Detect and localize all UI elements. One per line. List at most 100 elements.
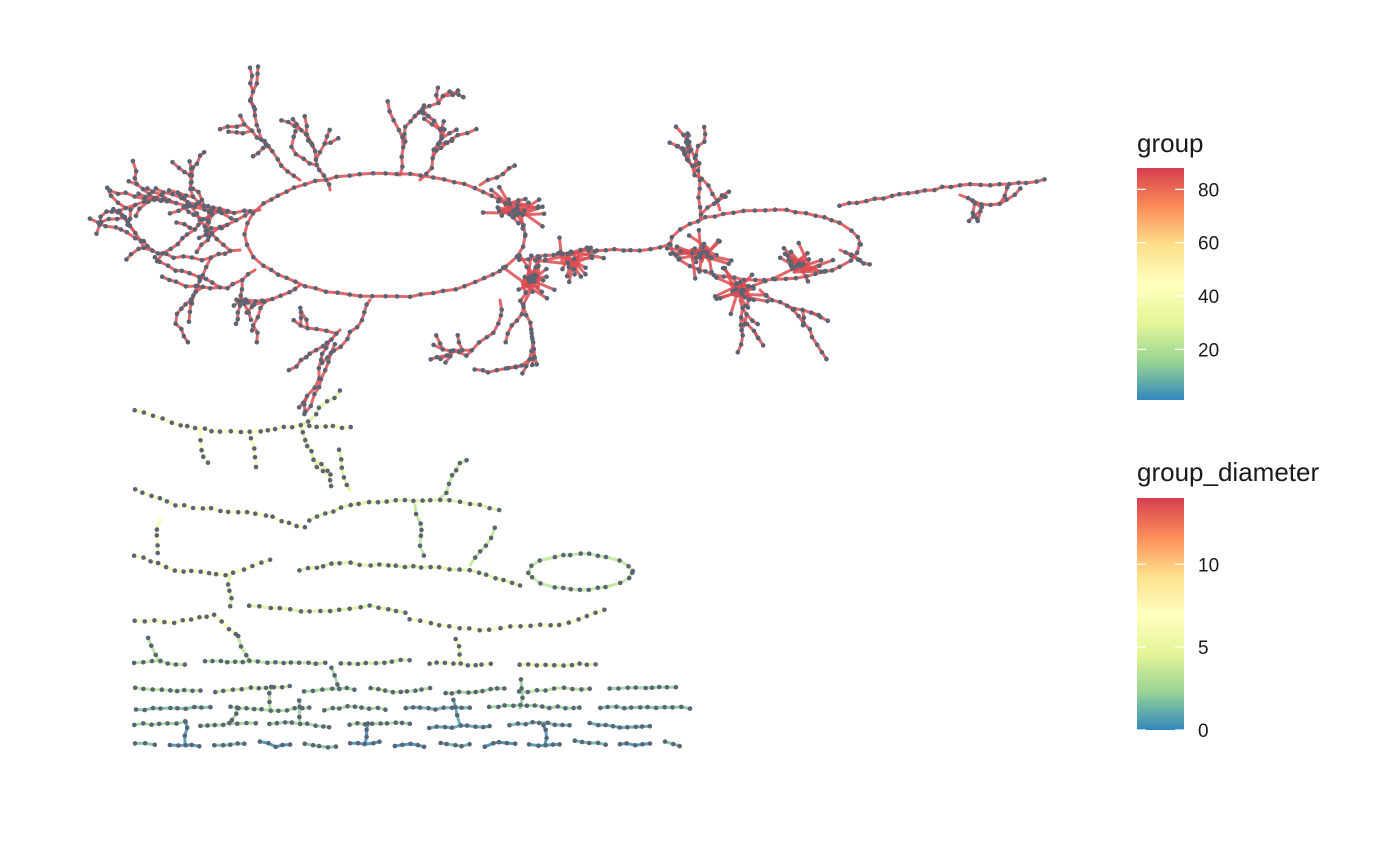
network-node (166, 188, 172, 193)
legend-tick-label: 40 (1198, 287, 1219, 308)
network-node (145, 243, 150, 249)
network-edge (538, 555, 557, 562)
network-node (200, 284, 206, 290)
network-node (421, 553, 427, 558)
network-node (127, 223, 133, 229)
network-node (300, 430, 306, 435)
network-node (212, 743, 217, 748)
network-node (440, 93, 446, 99)
network-node (399, 720, 405, 726)
network-node (690, 163, 695, 169)
network-node (87, 216, 93, 221)
network-node (697, 186, 702, 191)
network-node (712, 214, 718, 219)
network-node (449, 136, 455, 142)
network-node (576, 617, 581, 622)
network-node (491, 741, 496, 746)
network-node (483, 543, 489, 548)
network-node (746, 284, 752, 289)
network-node (181, 569, 186, 574)
network-node (438, 356, 443, 362)
network-node (473, 662, 479, 668)
network-node (176, 743, 181, 748)
network-node (525, 662, 531, 667)
network-node (347, 741, 353, 746)
network-node (540, 204, 545, 210)
network-node (806, 257, 812, 262)
network-nodes (87, 64, 1047, 750)
network-node (308, 403, 314, 409)
network-node (814, 342, 820, 348)
network-node (494, 686, 500, 691)
network-node (509, 323, 515, 328)
network-node (818, 258, 824, 263)
network-node (540, 278, 546, 283)
network-node (690, 250, 695, 256)
network-node (158, 706, 163, 711)
network-node (345, 336, 350, 342)
network-node (458, 723, 464, 728)
network-node (742, 295, 748, 300)
network-node (298, 315, 304, 321)
network-node (225, 582, 231, 587)
network-node (168, 246, 173, 252)
network-node (441, 177, 447, 182)
network-node (246, 603, 252, 608)
network-node (424, 171, 429, 177)
network-node (522, 208, 527, 214)
network-node (199, 257, 205, 263)
network-node (407, 294, 413, 300)
network-node (193, 289, 199, 295)
network-node (160, 196, 166, 202)
network-node (284, 708, 290, 713)
network-node (228, 248, 233, 254)
network-node (671, 741, 676, 747)
network-node (393, 608, 399, 614)
network-node (318, 376, 324, 382)
network-node (229, 595, 234, 601)
network-node (516, 287, 521, 292)
network-node (244, 509, 250, 515)
network-node (440, 288, 446, 294)
network-node (149, 493, 154, 499)
network-node (345, 704, 350, 709)
network-node (208, 505, 214, 511)
network-node (162, 619, 167, 625)
network-node (829, 218, 834, 223)
network-node (256, 685, 262, 691)
network-node (477, 628, 483, 633)
network-node (320, 468, 326, 474)
network-node (488, 535, 494, 541)
network-node (702, 131, 708, 137)
network-node (447, 89, 453, 94)
network-node (155, 543, 160, 548)
network-node (250, 563, 255, 569)
network-node (669, 234, 675, 240)
network-node (456, 689, 462, 695)
network-node (114, 216, 120, 222)
network-node (384, 721, 390, 726)
network-node (693, 255, 698, 261)
network-node (603, 248, 609, 253)
network-node (444, 353, 450, 358)
network-node (386, 607, 391, 612)
network-node (244, 652, 249, 658)
network-node (698, 212, 704, 217)
network-node (526, 570, 531, 576)
network-node (777, 299, 783, 305)
network-node (571, 705, 576, 711)
network-node (234, 705, 240, 710)
network-node (260, 145, 266, 151)
network-node (482, 744, 488, 749)
network-edge (690, 253, 697, 280)
network-node (294, 364, 299, 369)
network-node (227, 604, 233, 609)
network-node (643, 685, 648, 691)
network-node (307, 609, 312, 614)
network-node (211, 205, 216, 210)
network-node (543, 253, 548, 258)
network-node (365, 721, 371, 726)
network-node (751, 297, 757, 303)
network-node (561, 685, 567, 691)
